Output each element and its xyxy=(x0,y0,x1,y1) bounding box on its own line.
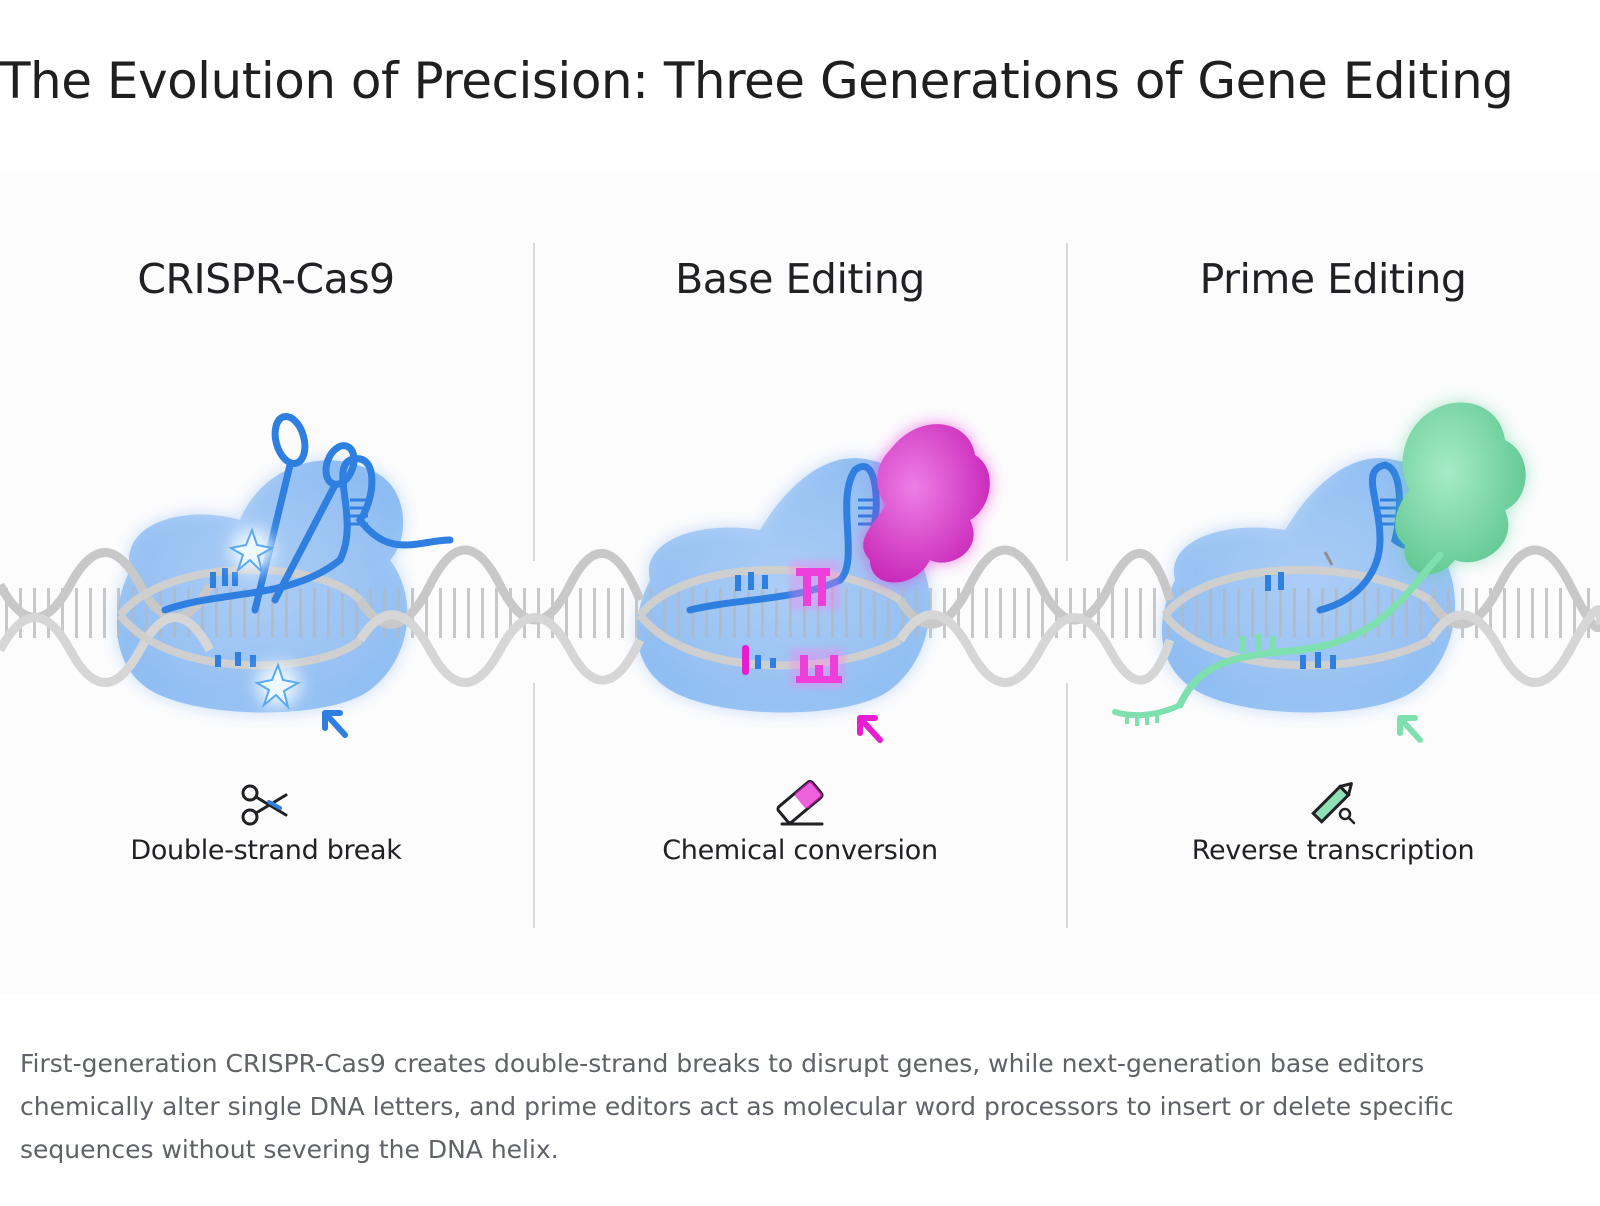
dna-helix-illustration xyxy=(0,402,1600,743)
divider-right-upper xyxy=(1066,243,1068,561)
scissors-icon xyxy=(236,775,296,835)
panel-title-prime-editing: Prime Editing xyxy=(1199,255,1467,303)
pencil-icon xyxy=(1303,772,1363,832)
divider-left-lower xyxy=(533,683,535,928)
page-title: The Evolution of Precision: Three Genera… xyxy=(0,52,1514,110)
panel-title-crispr: CRISPR-Cas9 xyxy=(137,255,395,303)
eraser-icon xyxy=(770,772,830,832)
divider-right-lower xyxy=(1066,683,1068,928)
divider-left-upper xyxy=(533,243,535,561)
gene-editing-figure: CRISPR-Cas9 Double-strand break Base Edi… xyxy=(0,175,1600,995)
panel-label-base-editing: Chemical conversion xyxy=(662,835,938,866)
figure-caption: First-generation CRISPR-Cas9 creates dou… xyxy=(20,1049,1454,1164)
panel-label-prime-editing: Reverse transcription xyxy=(1191,835,1475,866)
base-editor-details xyxy=(686,424,990,743)
panel-title-base-editing: Base Editing xyxy=(675,255,925,303)
panel-label-crispr: Double-strand break xyxy=(130,835,402,866)
prime-editor-details xyxy=(1112,402,1526,743)
cas9-details xyxy=(161,413,454,738)
